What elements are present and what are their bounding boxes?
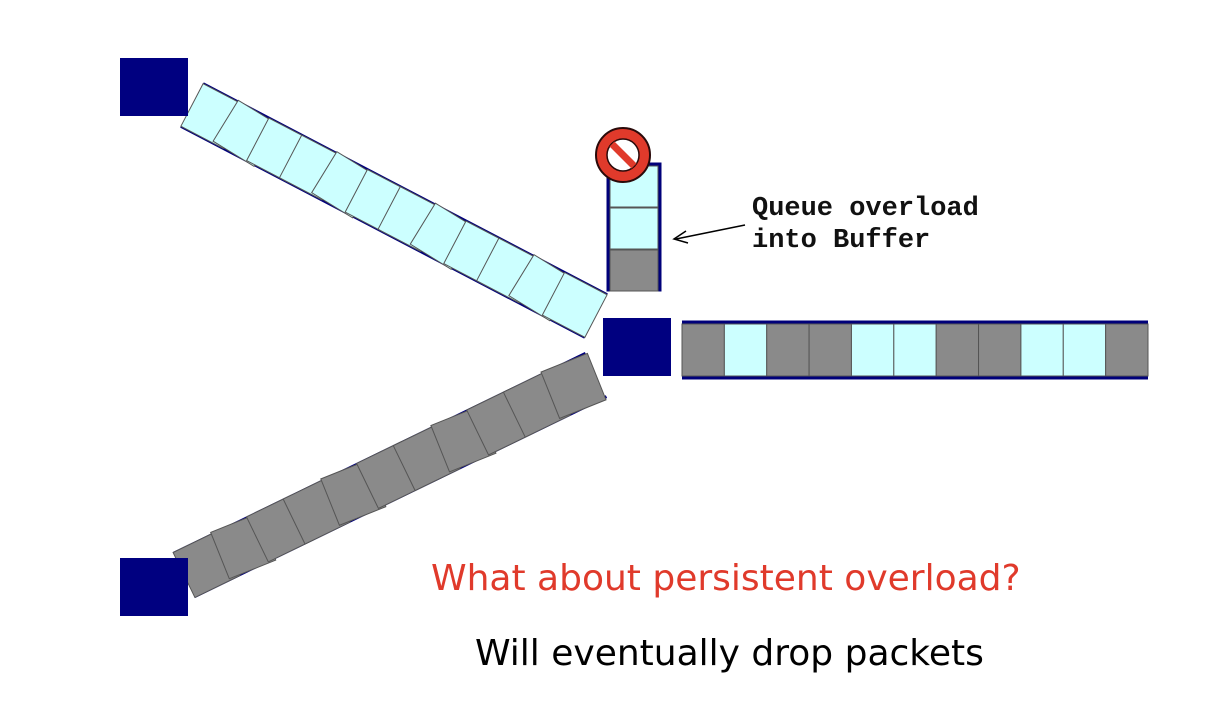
buffer-slot [609,207,659,250]
output-packet [1105,323,1149,377]
annotation-layer [672,224,746,244]
output-packet [766,323,810,377]
buffer-pointer-arrowhead [672,230,689,244]
output-packet [850,323,895,377]
bottom-left-host [120,558,188,616]
buffer-label: Queue overload into Buffer [752,193,979,258]
buffer-label-line-1: Queue overload [752,194,979,224]
output-packet [935,323,980,377]
output-packet [723,323,768,377]
output-packet [808,323,852,377]
nodes-layer [120,58,671,616]
buffer-slot [609,249,659,292]
bottom-input-link-packet [540,352,607,420]
output-packet [681,323,725,377]
buffer-label-line-2: into Buffer [752,226,931,257]
output-packet [978,323,1022,377]
router [603,318,671,376]
top-left-host [120,58,188,116]
drop-answer: Will eventually drop packets [475,633,984,674]
no-entry-icon-bar [609,141,637,169]
output-packet [1062,323,1107,377]
top-input-link-packet [541,271,608,338]
buffer-pointer-line [675,224,746,240]
packets-layer [172,83,1149,599]
buffer-layer [595,127,662,292]
overload-question: What about persistent overload? [431,558,1021,599]
output-packet [893,323,937,377]
output-packet [1020,323,1064,377]
